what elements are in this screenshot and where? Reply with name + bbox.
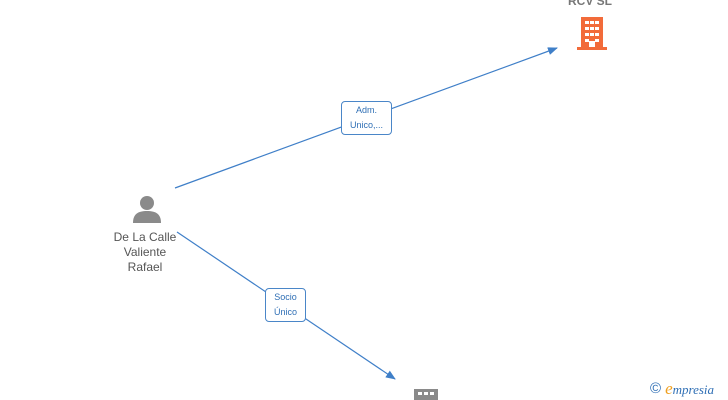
edge-label-line1: Adm.: [355, 105, 377, 115]
edge-label-line2: Único: [273, 307, 297, 317]
person-name[interactable]: De La Calle Valiente Rafael: [102, 230, 188, 275]
edge-label-adm-unico[interactable]: Adm. Unico,...: [341, 101, 392, 135]
person-name-line3: Rafael: [127, 260, 163, 274]
edge-label-socio-unico[interactable]: Socio Único: [265, 288, 306, 322]
copyright-symbol: ©: [650, 380, 662, 397]
person-name-line1: De La Calle: [113, 230, 177, 244]
building-icon[interactable]: [577, 17, 607, 50]
building-icon[interactable]: [414, 389, 438, 400]
person-icon[interactable]: [132, 195, 162, 223]
footer-watermark: © empresia: [650, 378, 714, 400]
edge-label-line2: Unico,...: [349, 120, 383, 130]
brand-logo-initial: e: [665, 379, 673, 398]
brand-logo: empresia: [665, 379, 714, 399]
edge-label-line1: Socio: [274, 292, 297, 302]
brand-logo-rest: mpresia: [672, 382, 715, 397]
person-name-line2: Valiente: [123, 245, 167, 259]
company-name-rcv[interactable]: RCV SL: [567, 0, 612, 8]
